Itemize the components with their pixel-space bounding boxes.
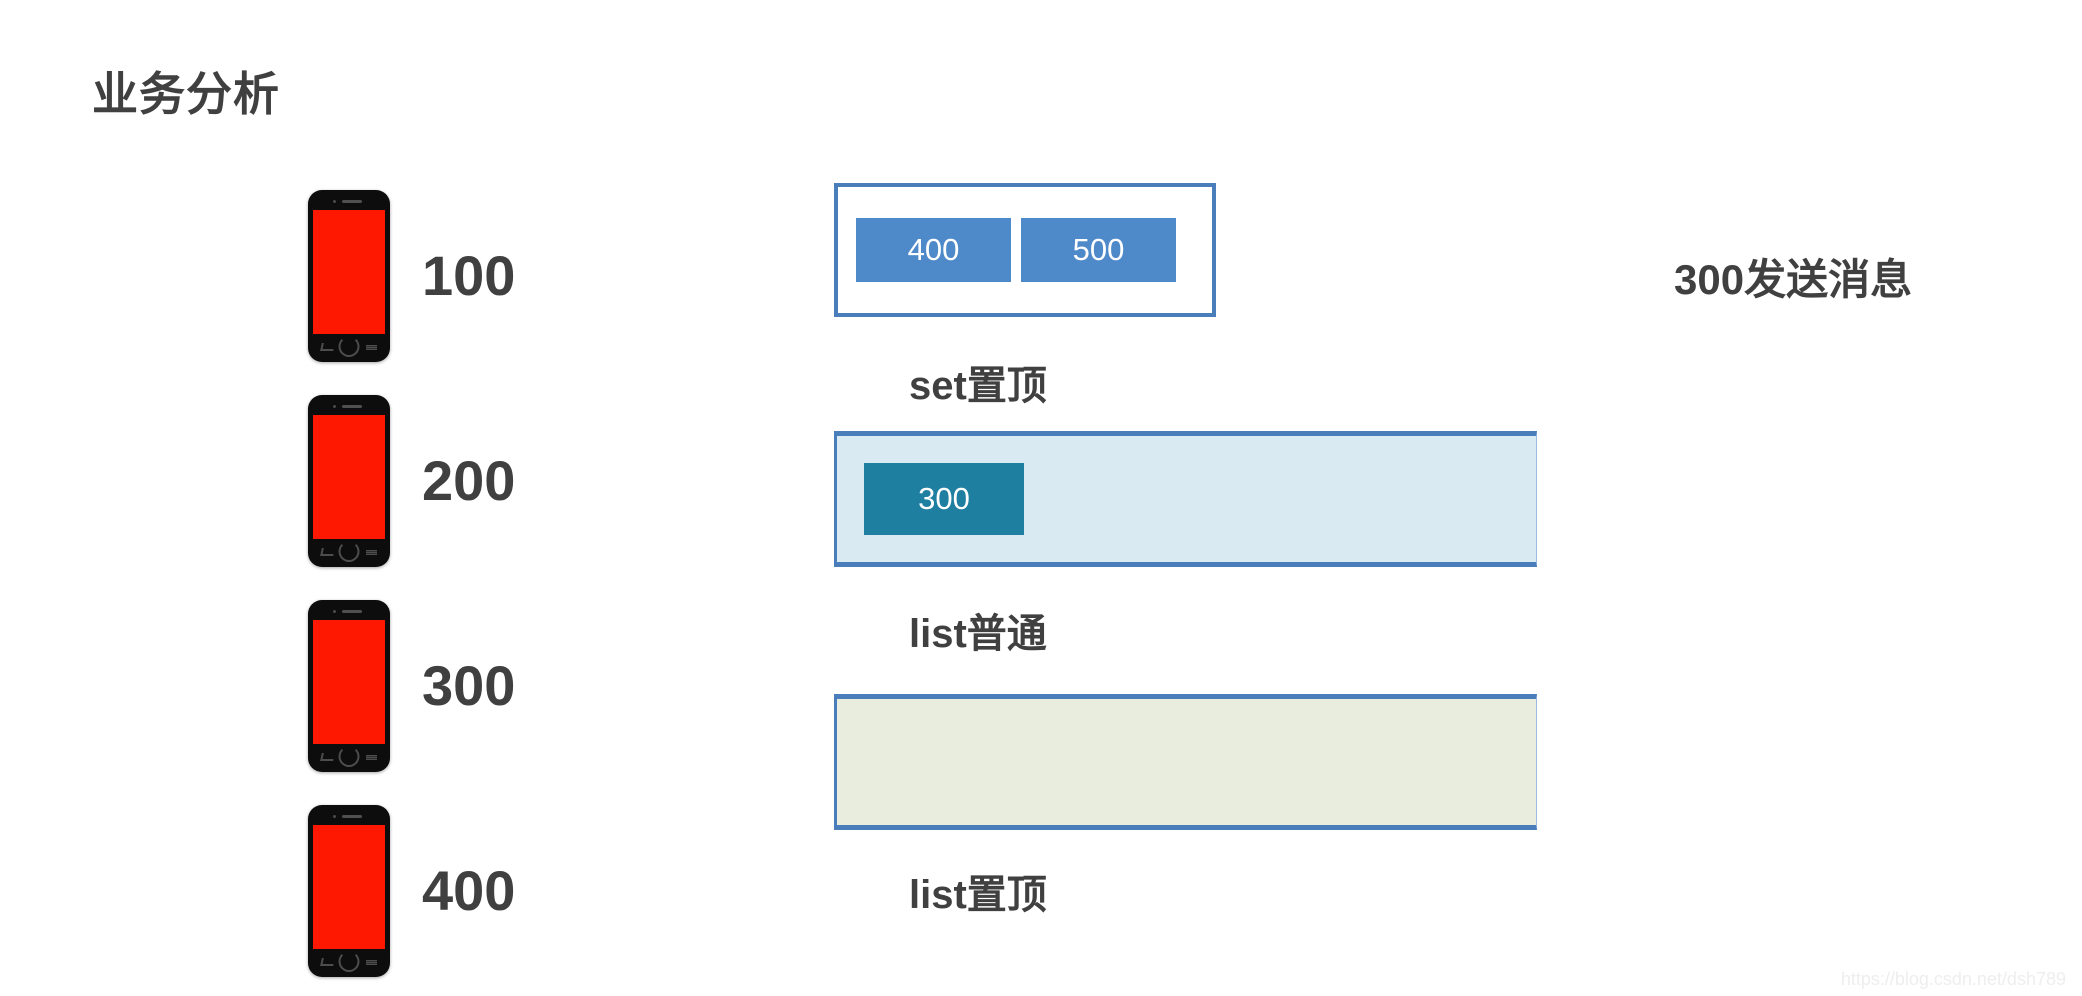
send-message-annotation: 300发送消息	[1674, 256, 1913, 303]
list-top-label: list置顶	[909, 873, 1047, 917]
phone-home-icon	[338, 541, 360, 562]
phone-menu-icon	[366, 755, 377, 760]
phone-value-label: 200	[422, 449, 516, 512]
phone-screen	[313, 620, 385, 744]
phone-home-icon	[338, 336, 360, 357]
phone-menu-icon	[366, 345, 377, 350]
phone-camera-icon	[333, 200, 336, 203]
list-normal-container: 300	[834, 431, 1537, 567]
phone-speaker-icon	[342, 200, 362, 203]
phone-screen	[313, 825, 385, 949]
phone-speaker-icon	[342, 815, 362, 818]
phone-value-row: 300	[308, 600, 515, 772]
smartphone-icon	[308, 600, 390, 772]
list-normal-label: list普通	[909, 612, 1047, 656]
list-normal-cell: 300	[864, 463, 1024, 535]
watermark: https://blog.csdn.net/dsh789	[1840, 969, 2066, 989]
phone-value-row: 400	[308, 805, 515, 977]
phone-value-row: 100	[308, 190, 515, 362]
phone-camera-icon	[333, 815, 336, 818]
phone-home-icon	[338, 746, 360, 767]
list-top-container	[834, 694, 1537, 830]
phone-camera-icon	[333, 610, 336, 613]
set-cell: 400	[856, 218, 1011, 282]
phone-camera-icon	[333, 405, 336, 408]
page-title: 业务分析	[92, 68, 280, 120]
phone-value-row: 200	[308, 395, 515, 567]
set-cell: 500	[1021, 218, 1176, 282]
phone-home-icon	[338, 951, 360, 972]
phone-back-icon	[320, 548, 335, 556]
set-top-container: 400 500	[834, 183, 1216, 317]
smartphone-icon	[308, 395, 390, 567]
phone-back-icon	[320, 958, 335, 966]
smartphone-icon	[308, 805, 390, 977]
phone-value-label: 300	[422, 654, 516, 717]
phone-menu-icon	[366, 550, 377, 555]
phone-value-label: 400	[422, 859, 516, 922]
phone-screen	[313, 415, 385, 539]
phone-back-icon	[320, 753, 335, 761]
phone-speaker-icon	[342, 610, 362, 613]
phone-menu-icon	[366, 960, 377, 965]
set-top-label: set置顶	[909, 364, 1047, 408]
phone-speaker-icon	[342, 405, 362, 408]
phone-screen	[313, 210, 385, 334]
smartphone-icon	[308, 190, 390, 362]
phone-value-label: 100	[422, 244, 516, 307]
phone-back-icon	[320, 343, 335, 351]
